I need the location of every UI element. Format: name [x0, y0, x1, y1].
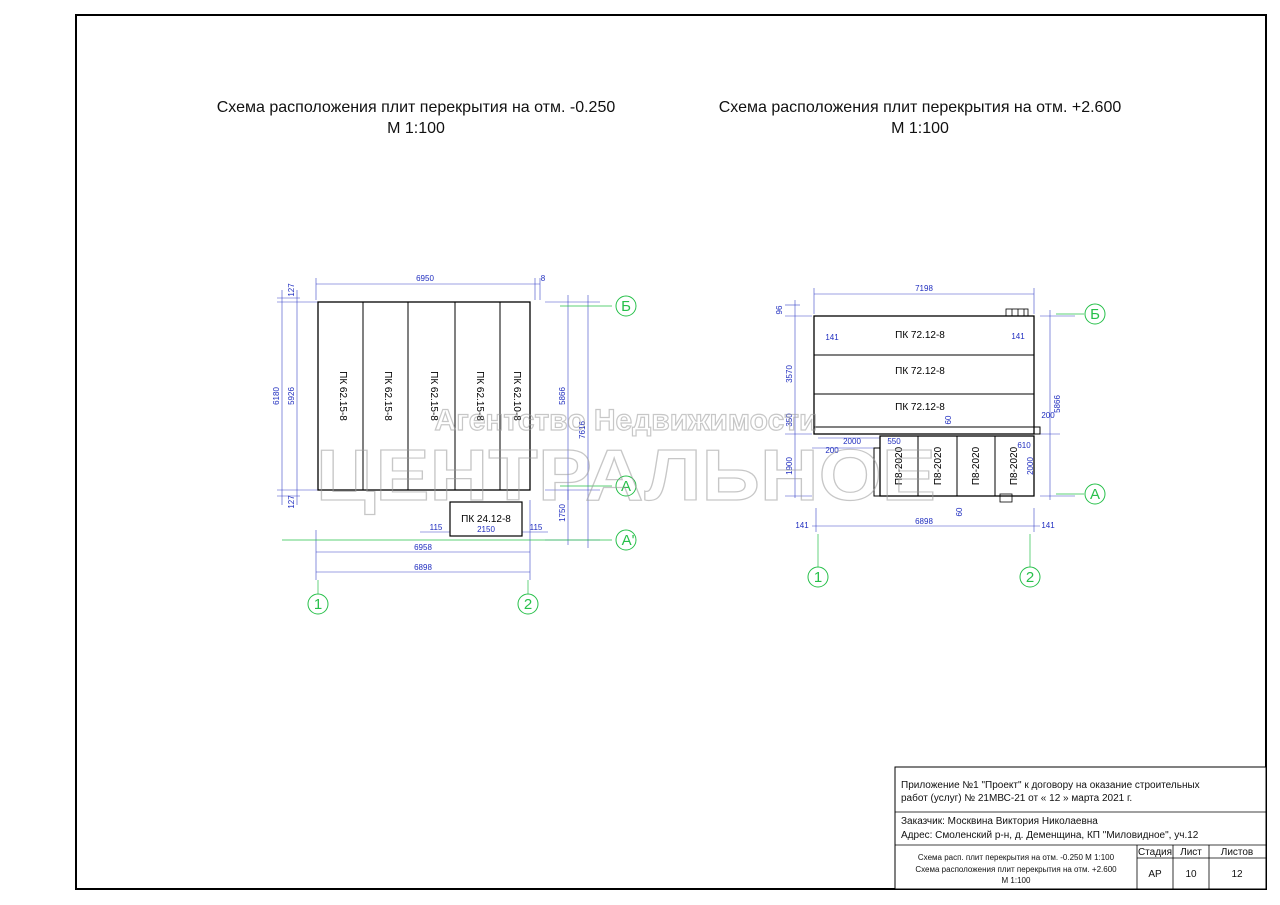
left-dim-right-lower: 1750	[558, 504, 567, 522]
right-slab-h-2: ПК 72.12-8	[895, 366, 945, 377]
right-dim-inner-left: 141	[825, 333, 839, 342]
right-slab-v-1: П8-2020	[894, 446, 905, 485]
left-dim-right-outer: 7616	[578, 421, 587, 439]
right-title: Схема расположения плит перекрытия на от…	[719, 99, 1122, 116]
left-slab-5: ПК 62.10-8	[511, 371, 522, 421]
stamp-stage-header: Стадия	[1138, 847, 1172, 858]
left-dim-small-left: 115	[430, 523, 443, 532]
right-dim-mid-2000: 2000	[843, 437, 861, 446]
left-dim-top-right: 8	[541, 274, 546, 283]
left-dim-outer: 6180	[272, 387, 281, 405]
right-dim-bottom-60: 60	[955, 507, 964, 516]
left-dim-small-right: 115	[530, 523, 543, 532]
left-dim-bottom-1: 6958	[414, 543, 432, 552]
right-slab-h-3: ПК 72.12-8	[895, 402, 945, 413]
right-dim-right-5866: 5866	[1053, 395, 1062, 413]
right-plan: ПК 72.12-8 ПК 72.12-8 ПК 72.12-8 П8-2020…	[775, 284, 1106, 588]
stamp-sheet-header: Лист	[1180, 847, 1202, 858]
watermark-line1: Агентство Недвижимости	[435, 404, 818, 437]
left-axis-b: Б	[621, 298, 631, 315]
left-scale: М 1:100	[387, 120, 445, 137]
right-dim-left-mid: 350	[785, 413, 794, 427]
left-dim-small-width: 2150	[477, 525, 495, 534]
right-dim-inner-right: 141	[1011, 332, 1025, 341]
right-dim-right-200: 200	[1041, 411, 1055, 420]
stamp-line2: работ (услуг) № 21МВС-21 от « 12 » марта…	[901, 792, 1132, 804]
left-slab-3: ПК 62.15-8	[428, 371, 439, 421]
right-dim-top: 7198	[915, 284, 933, 293]
watermark-line2: ЦЕНТРАЛЬНОЕ	[316, 436, 936, 516]
left-dim-bottom-2: 6898	[414, 563, 432, 572]
stamp-address: Адрес: Смоленский р-н, д. Деменщина, КП …	[901, 830, 1199, 841]
left-dim-right-inner: 5866	[558, 387, 567, 405]
right-dim-mid-610: 610	[1017, 441, 1031, 450]
right-dim-top-left: 96	[775, 305, 784, 314]
right-dim-mid-550: 550	[887, 437, 901, 446]
title-block: Приложение №1 "Проект" к договору на ока…	[894, 766, 1267, 890]
right-slab-v-3: П8-2020	[971, 446, 982, 485]
right-axis-b: Б	[1090, 306, 1100, 323]
right-dim-mid-60: 60	[944, 415, 953, 424]
right-dim-mid-200: 200	[825, 446, 839, 455]
left-axis-2: 2	[524, 596, 532, 613]
right-axis-2: 2	[1026, 569, 1034, 586]
left-small-slab: ПК 24.12-8	[461, 514, 511, 525]
right-dim-left-lower: 1900	[785, 457, 794, 475]
left-slab-2: ПК 62.15-8	[382, 371, 393, 421]
right-slab-h-1: ПК 72.12-8	[895, 330, 945, 341]
right-axis-a: А	[1090, 486, 1100, 503]
left-slab-1: ПК 62.15-8	[337, 371, 348, 421]
right-dim-bottom-141-right: 141	[1041, 521, 1055, 530]
right-dim-right-2000: 2000	[1026, 457, 1035, 475]
sheet-frame	[75, 14, 1267, 890]
left-dim-bottom-127: 127	[287, 495, 296, 509]
right-slab-v-4: П8-2020	[1009, 446, 1020, 485]
stamp-sheets-header: Листов	[1221, 847, 1254, 858]
stamp-customer: Заказчик: Москвина Виктория Николаевна	[901, 816, 1098, 827]
stamp-sheets: 12	[1231, 869, 1243, 880]
right-slab-v-2: П8-2020	[933, 446, 944, 485]
left-dim-top-127: 127	[287, 283, 296, 297]
stamp-line1: Приложение №1 "Проект" к договору на ока…	[901, 780, 1200, 791]
stamp-desc3: М 1:100	[1002, 876, 1031, 885]
left-axis-a-prime: А'	[622, 532, 635, 549]
right-dim-bottom-6898: 6898	[915, 517, 933, 526]
left-plan: ПК 62.15-8 ПК 62.15-8 ПК 62.15-8 ПК 62.1…	[272, 274, 637, 615]
right-dim-left-upper: 3570	[785, 365, 794, 383]
stamp-desc1: Схема расп. плит перекрытия на отм. -0.2…	[918, 853, 1115, 862]
stamp-desc2: Схема расположения плит перекрытия на от…	[915, 865, 1117, 874]
left-axis-1: 1	[314, 596, 322, 613]
right-axis-1: 1	[814, 569, 822, 586]
left-dim-inner: 5926	[287, 387, 296, 405]
right-dim-bottom-141-left: 141	[795, 521, 809, 530]
stamp-sheet: 10	[1185, 869, 1197, 880]
stamp-stage: АР	[1148, 869, 1162, 880]
left-title: Схема расположения плит перекрытия на от…	[217, 99, 616, 116]
right-scale: М 1:100	[891, 120, 949, 137]
left-dim-top: 6950	[416, 274, 434, 283]
left-slab-4: ПК 62.15-8	[474, 371, 485, 421]
left-axis-a: А	[621, 478, 631, 495]
